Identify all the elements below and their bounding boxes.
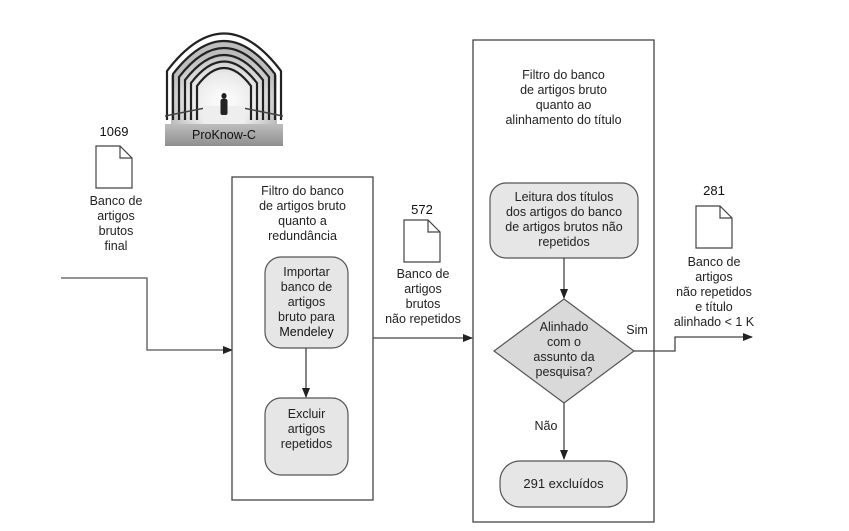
label-line: artigos [97, 209, 135, 223]
exclude-repeated-step [264, 397, 349, 476]
label-line: de artigos bruto [520, 83, 607, 97]
label-line: com o [546, 335, 582, 349]
label-line: brutos [405, 297, 441, 311]
label-line: Filtro do banco [522, 68, 605, 82]
mid-doc-label: Banco de artigos brutos não repetidos [374, 267, 472, 327]
mid-count: 572 [411, 202, 433, 217]
title-filter-title: Filtro do banco de artigos bruto quanto … [473, 68, 654, 128]
label-line: não repetidos [385, 312, 461, 326]
label-line: artigos [404, 282, 442, 296]
input-doc-label: Banco de artigos brutos final [74, 194, 158, 254]
label-line: quanto a [278, 214, 327, 228]
label-line: artigos [287, 422, 326, 436]
label-line: dos artigos do banco [505, 205, 623, 219]
label-line: redundância [268, 229, 337, 243]
excluded-label: 291 excluídos [523, 476, 604, 491]
label-line: de artigos brutos não [505, 220, 623, 234]
document-icon-input [95, 145, 133, 189]
proknow-c-logo: ProKnow-C [165, 16, 283, 146]
document-icon-output [695, 205, 733, 249]
label-line: não repetidos [676, 285, 752, 299]
label-line: artigos [287, 295, 326, 309]
label-line: Leitura dos títulos [514, 190, 614, 204]
label-line: banco de [280, 280, 333, 294]
input-count: 1069 [99, 124, 129, 139]
label-line: artigos [695, 270, 733, 284]
logo-caption: ProKnow-C [165, 124, 283, 146]
connector-decision-yes [634, 333, 753, 352]
label-line: alinhamento do título [505, 113, 622, 127]
label-line: assunto da [533, 350, 595, 364]
import-mendeley-label: Importar banco de artigos bruto para Men… [265, 265, 348, 340]
document-icon-mid [403, 219, 441, 263]
label-line: Excluir [287, 407, 326, 421]
redundancy-filter-title: Filtro do banco de artigos bruto quanto … [232, 184, 373, 244]
connector-input-to-redundancy-filter [61, 277, 233, 354]
label-line: Importar [283, 265, 330, 279]
label-line: alinhado < 1 K [673, 315, 755, 329]
output-doc-label: Banco de artigos não repetidos e título … [664, 255, 764, 330]
label-line: de artigos bruto [259, 199, 346, 213]
excluded-terminal [499, 460, 628, 508]
label-line: repetidos [538, 235, 590, 249]
label-line: Banco de [89, 194, 143, 208]
label-line: e título [695, 300, 733, 314]
label-line: brutos [98, 224, 134, 238]
no-label: Não [534, 419, 558, 433]
exclude-repeated-label: Excluir artigos repetidos [265, 407, 348, 452]
label-line: bruto para [278, 310, 335, 324]
tunnel-arch-person-icon [165, 16, 283, 126]
label-line: Alinhado [539, 320, 589, 334]
yes-label: Sim [626, 323, 648, 337]
output-count: 281 [703, 183, 725, 198]
label-line: quanto ao [535, 98, 592, 112]
decision-label: Alinhado com o assunto da pesquisa? [514, 320, 614, 380]
label-line: pesquisa? [535, 365, 593, 379]
label-line: Filtro do banco [261, 184, 344, 198]
label-line: repetidos [280, 437, 333, 451]
label-line: Banco de [687, 255, 741, 269]
label-line: Mendeley [279, 325, 334, 339]
read-titles-label: Leitura dos títulos dos artigos do banco… [490, 190, 638, 250]
label-line: final [104, 239, 128, 253]
label-line: Banco de [396, 267, 450, 281]
